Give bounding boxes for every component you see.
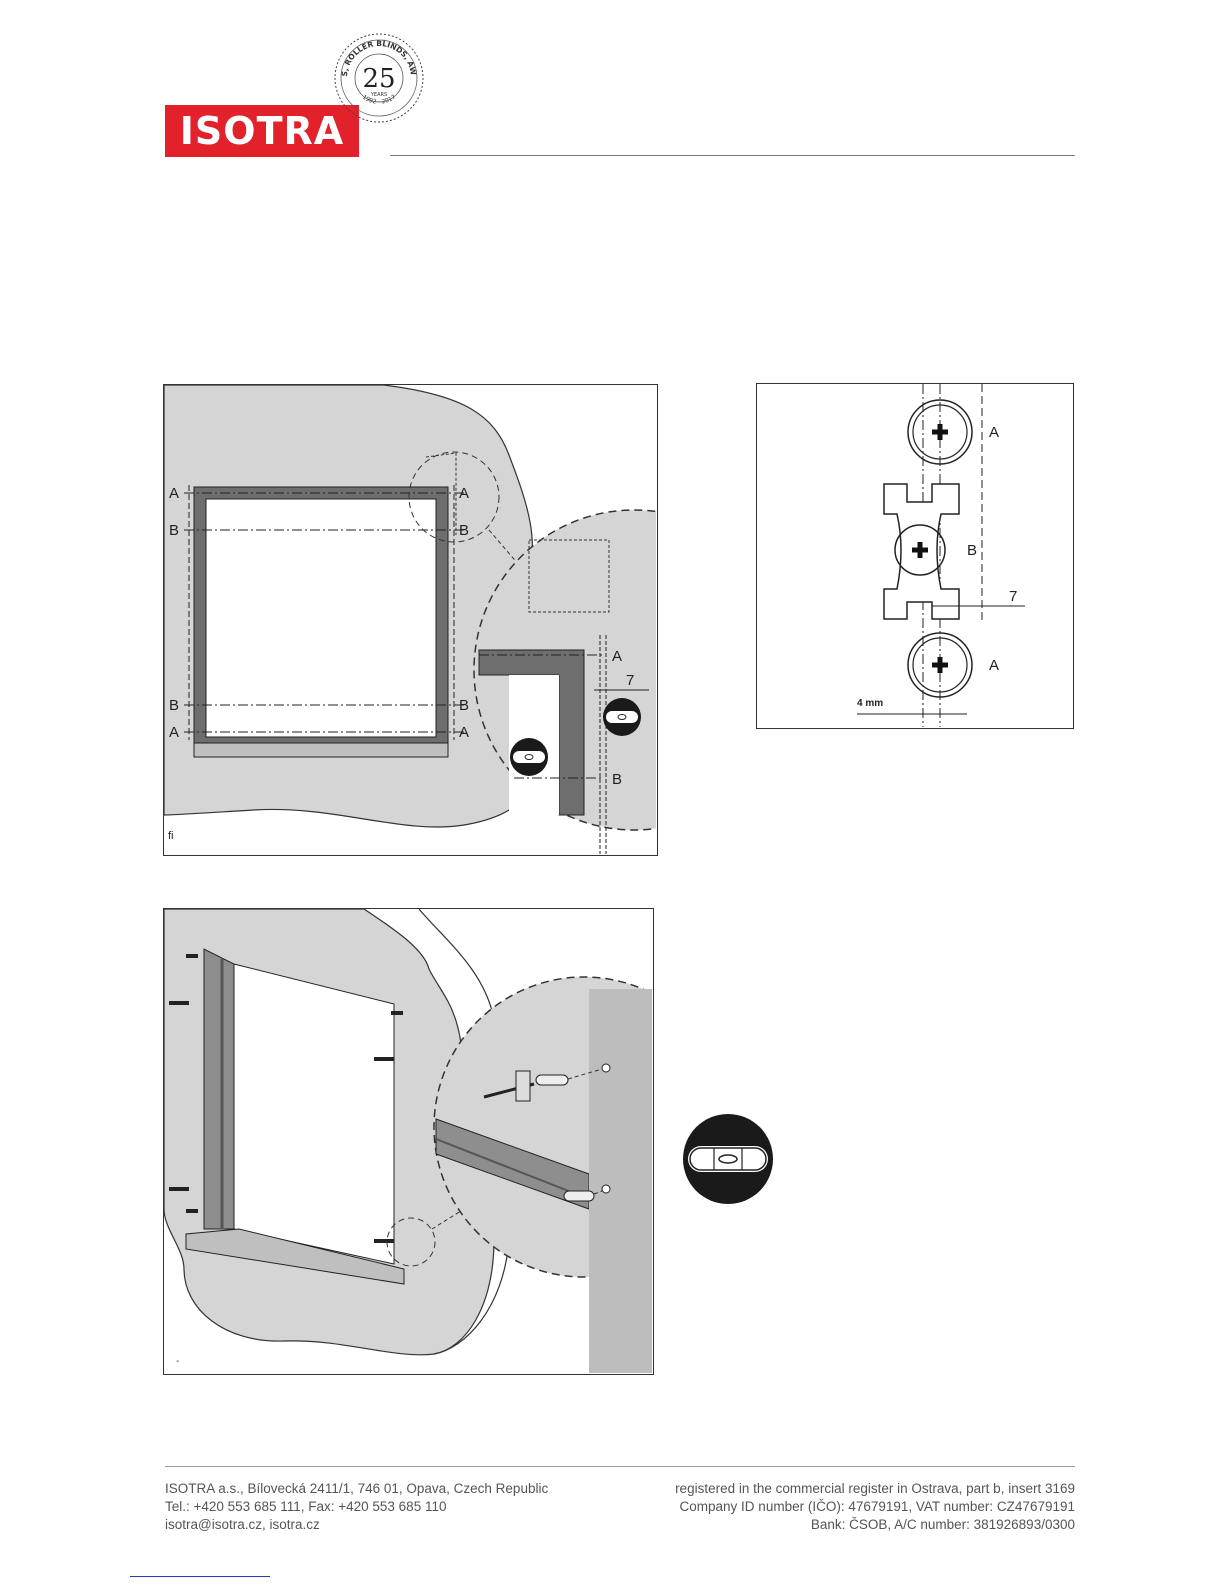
screw-middle-icon bbox=[894, 524, 946, 576]
label-b: B bbox=[967, 542, 977, 559]
label-a-bottom: A bbox=[989, 657, 999, 674]
label-b-top-left: B bbox=[169, 522, 179, 539]
link-underline bbox=[130, 1576, 270, 1577]
isotra-logo: ISOTRA bbox=[165, 105, 359, 157]
footer-company-id: Company ID number (IČO): 47679191, VAT n… bbox=[679, 1499, 1075, 1514]
screw-bottom-icon bbox=[907, 632, 973, 698]
label-a-bottom-left: A bbox=[169, 724, 179, 741]
footer-company-registration: registered in the commercial register in… bbox=[620, 1480, 1075, 1534]
anchor-dowel-icon bbox=[563, 1184, 611, 1202]
label-7: 7 bbox=[1009, 588, 1017, 605]
label-7-detail: 7 bbox=[626, 672, 634, 689]
label-a-top: A bbox=[989, 424, 999, 441]
footer-phone: Tel.: +420 553 685 111, Fax: +420 553 68… bbox=[165, 1499, 447, 1514]
footer-email[interactable]: isotra@isotra.cz, isotra.cz bbox=[165, 1517, 320, 1532]
footer-bank: Bank: ČSOB, A/C number: 381926893/0300 bbox=[810, 1517, 1075, 1532]
figure-anchor-installation: - bbox=[163, 908, 654, 1375]
footer-address: ISOTRA a.s., Bílovecká 2411/1, 746 01, O… bbox=[165, 1481, 549, 1496]
label-a-bottom-right: A bbox=[459, 724, 469, 741]
label-b-top-right: B bbox=[459, 522, 469, 539]
label-4mm: 4 mm bbox=[857, 698, 883, 709]
label-b-bottom-left: B bbox=[169, 697, 179, 714]
figure-marking-positions: A B B A A B B A A B 7 bbox=[163, 384, 658, 856]
spirit-level-icon bbox=[510, 738, 548, 776]
label-b-bottom-right: B bbox=[459, 697, 469, 714]
footer-register: registered in the commercial register in… bbox=[675, 1481, 1075, 1496]
seal-years: YEARS bbox=[370, 92, 387, 98]
label-a-top-left: A bbox=[169, 485, 179, 502]
footer-company-contact: ISOTRA a.s., Bílovecká 2411/1, 746 01, O… bbox=[165, 1480, 605, 1534]
label-b-detail: B bbox=[612, 771, 622, 788]
footer-rule bbox=[165, 1466, 1075, 1467]
spirit-level-icon bbox=[683, 1114, 773, 1204]
anniversary-seal: BLINDS, ROLLER BLINDS, AWNINGS 25 YEARS … bbox=[333, 32, 424, 123]
screw-anchor-icon bbox=[483, 1063, 611, 1102]
figure-bracket-detail: A B 7 A 4 mm bbox=[756, 383, 1074, 729]
header-rule bbox=[390, 155, 1075, 156]
logo-text: ISOTRA bbox=[179, 109, 345, 153]
seal-number: 25 bbox=[362, 64, 395, 94]
label-a-detail: A bbox=[612, 648, 622, 665]
screw-top-icon bbox=[907, 399, 973, 465]
label-a-top-right: A bbox=[459, 485, 469, 502]
figure1-corner-mark: fi bbox=[168, 830, 174, 842]
figure3-corner-mark: - bbox=[176, 1356, 179, 1367]
spirit-level-icon bbox=[603, 698, 641, 736]
